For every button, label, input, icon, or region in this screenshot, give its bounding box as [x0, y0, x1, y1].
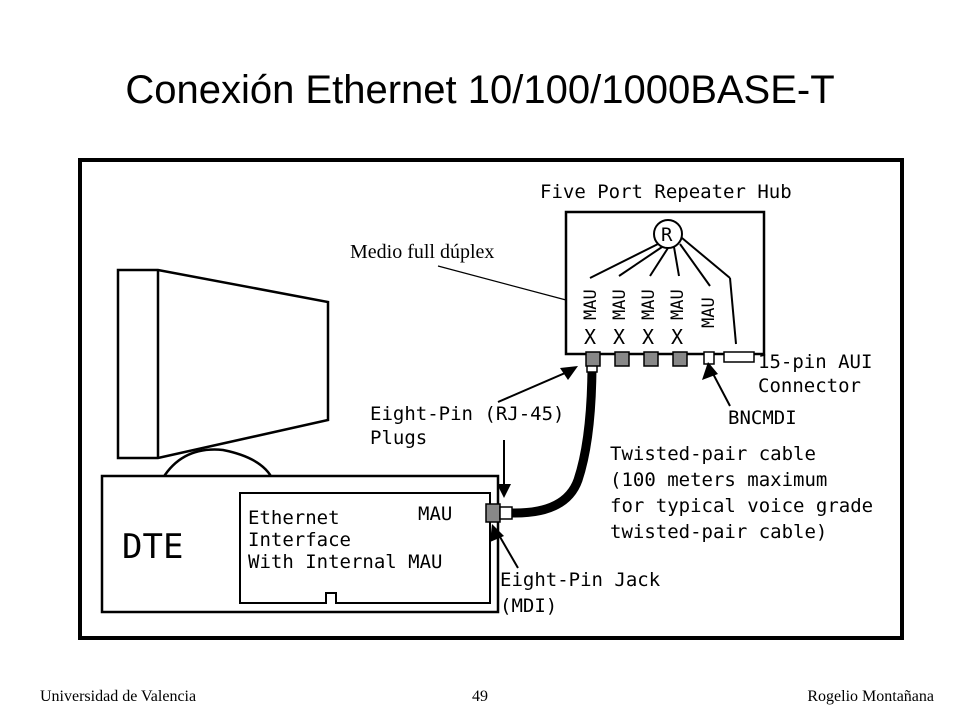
hub-label: Five Port Repeater Hub: [540, 181, 792, 203]
hub-ports: [585, 351, 755, 367]
interface-card: [239, 492, 491, 604]
footer-page-number: 49: [472, 688, 488, 705]
svg-text:Eight-Pin (RJ-45) Plugs: Eight-Pin (RJ-45) Plugs: [370, 403, 576, 449]
footer-institution: Universidad de Valencia: [40, 688, 197, 705]
interface-label-line-2: Interface: [248, 529, 351, 551]
port-mau-2: MAU: [610, 289, 630, 320]
aui-label-line-2: Connector: [758, 375, 861, 397]
repeater-lines: [589, 237, 737, 345]
plugs-label-line-2: Plugs: [370, 427, 427, 449]
bnc-label: BNCMDI: [728, 407, 797, 429]
twisted-pair-cable: [511, 361, 597, 518]
port-mau-1: MAU: [581, 289, 601, 320]
cable-label-line-4: twisted-pair cable): [610, 521, 827, 543]
aui-label-line-1: 15-pin AUI: [758, 351, 872, 373]
internal-mau-label: MAU: [418, 503, 452, 525]
bnc-arrowhead: [702, 362, 718, 380]
svg-text:15-pin AUI Connector: 15-pin AUI Connector: [758, 351, 884, 397]
plugs-label-line-1: Eight-Pin (RJ-45): [370, 403, 564, 425]
plugs-arrowhead-up: [560, 366, 578, 380]
rj45-plug: [499, 506, 513, 520]
port-cross-1: X: [584, 325, 596, 349]
svg-text:Ethernet Interface Wit: Ethernet Interface With Internal MAU: [248, 507, 442, 573]
cable-label-line-2: (100 meters maximum: [610, 469, 827, 491]
ethernet-diagram: DTE Ethernet Interface With Internal MAU…: [78, 158, 904, 640]
port-mau-3: MAU: [639, 289, 659, 320]
port-cross-4: X: [671, 325, 683, 349]
svg-text:Twisted-pair cable (100 me: Twisted-pair cable (100 meters maximum f…: [610, 443, 885, 543]
port-cross-2: X: [613, 325, 625, 349]
slide-title: Conexión Ethernet 10/100/1000BASE-T: [125, 68, 835, 112]
plugs-arrowhead-down: [497, 484, 511, 498]
cable-label-line-3: for typical voice grade: [610, 495, 873, 517]
annotation-label: Medio full dúplex: [350, 241, 494, 263]
jack-label-line-2: (MDI): [500, 595, 557, 617]
cable-label-line-1: Twisted-pair cable: [610, 443, 816, 465]
jack-label-line-1: Eight-Pin Jack: [500, 569, 661, 591]
repeater-symbol: R: [661, 224, 673, 246]
port-mau-4: MAU: [668, 289, 688, 320]
annotation-arrow: [437, 265, 567, 301]
monitor-icon: [116, 268, 330, 482]
port-mau-5: MAU: [699, 297, 719, 328]
port-cross-3: X: [642, 325, 654, 349]
dte-label: DTE: [122, 527, 183, 567]
svg-text:Eight-Pin Jack (MDI): Eight-Pin Jack (MDI): [500, 569, 672, 617]
rj45-jack: [485, 503, 501, 523]
interface-label-line-3: With Internal MAU: [248, 551, 442, 573]
jack-arrowhead: [490, 524, 504, 542]
interface-label-line-1: Ethernet: [248, 507, 340, 529]
footer-author: Rogelio Montañana: [807, 688, 934, 705]
